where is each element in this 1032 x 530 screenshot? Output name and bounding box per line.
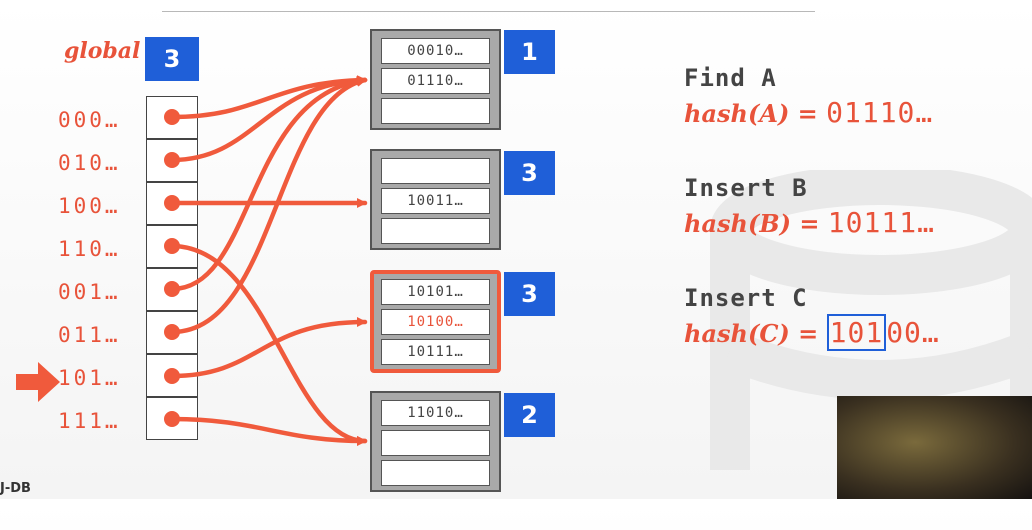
bucket-1: 10011… <box>370 149 501 250</box>
dir-label-7: 111… <box>58 409 121 433</box>
hash-fn-a: hash(A) <box>684 99 790 128</box>
dir-pointer-dot-5 <box>164 324 180 340</box>
op-insert-b-hash: hash(B) = 10111… <box>684 206 935 239</box>
hash-fn-c: hash(C) <box>684 319 790 348</box>
hash-value-c-boxed-bits: 101 <box>826 314 887 351</box>
dir-pointer-dot-4 <box>164 281 180 297</box>
bucket-0-slot-1: 01110… <box>381 68 490 94</box>
bucket-0-slot-2 <box>381 98 490 124</box>
op-insert-c-title: Insert C <box>684 284 808 312</box>
dir-pointer-dot-3 <box>164 238 180 254</box>
bucket-2-slot-2: 10111… <box>381 339 490 365</box>
arrow-111-to-bucket-3 <box>169 416 368 446</box>
dir-label-4: 001… <box>58 280 121 304</box>
op-insert-b-title: Insert B <box>684 174 808 202</box>
global-depth-value: 3 <box>145 37 199 81</box>
bucket-3-slot-1 <box>381 430 490 456</box>
bucket-3-slot-0: 11010… <box>381 400 490 426</box>
op-find-a-hash: hash(A) = 01110… <box>684 96 933 129</box>
arrow-010-to-bucket-0 <box>169 75 368 163</box>
dir-slot-4 <box>146 268 198 311</box>
dir-label-5: 011… <box>58 323 121 347</box>
arrow-110-to-bucket-3 <box>169 243 368 446</box>
current-slot-arrow-icon <box>16 362 60 402</box>
dir-label-0: 000… <box>58 108 121 132</box>
dir-pointer-dot-2 <box>164 195 180 211</box>
arrow-011-to-bucket-0 <box>169 76 368 335</box>
hash-fn-b: hash(B) <box>684 209 791 238</box>
arrow-101-to-bucket-2 <box>169 317 368 379</box>
dir-pointer-dot-7 <box>164 411 180 427</box>
hash-eq-b: = <box>790 209 828 238</box>
dir-pointer-dot-0 <box>164 109 180 125</box>
hash-eq-c: = <box>789 319 827 348</box>
bucket-2-slot-1: 10100… <box>381 309 490 335</box>
bucket-1-slot-0 <box>381 158 490 184</box>
bucket-2-slot-0: 10101… <box>381 279 490 305</box>
dir-pointer-dot-1 <box>164 152 180 168</box>
bucket-1-slot-1: 10011… <box>381 188 490 214</box>
hash-eq-a: = <box>789 99 827 128</box>
bucket-2-highlighted: 10101… 10100… 10111… <box>370 270 501 373</box>
dir-label-2: 100… <box>58 194 121 218</box>
dir-label-1: 010… <box>58 151 121 175</box>
bucket-0-local-depth: 1 <box>504 30 555 74</box>
footer-logo-text: J-DB <box>0 481 31 496</box>
bucket-1-local-depth: 3 <box>504 151 555 195</box>
bucket-0: 00010… 01110… <box>370 29 501 130</box>
bucket-3-slot-2 <box>381 460 490 486</box>
pointer-arrows <box>164 75 368 446</box>
bucket-3-local-depth: 2 <box>504 393 555 437</box>
dir-pointer-dot-6 <box>164 368 180 384</box>
webcam-overlay <box>837 396 1032 499</box>
hash-value-b: 10111… <box>827 206 935 239</box>
dir-label-6: 101… <box>58 366 121 390</box>
hash-value-a: 01110… <box>826 96 934 129</box>
bucket-1-slot-2 <box>381 218 490 244</box>
bucket-2-local-depth: 3 <box>504 272 555 316</box>
bucket-3: 11010… <box>370 391 501 492</box>
dir-label-3: 110… <box>58 237 121 261</box>
hash-value-c-rest: 00… <box>886 316 940 349</box>
global-depth-label: global <box>64 38 141 64</box>
op-find-a-title: Find A <box>684 64 777 92</box>
top-rule <box>162 11 815 12</box>
arrow-001-to-bucket-0 <box>169 76 368 292</box>
bucket-0-slot-0: 00010… <box>381 38 490 64</box>
